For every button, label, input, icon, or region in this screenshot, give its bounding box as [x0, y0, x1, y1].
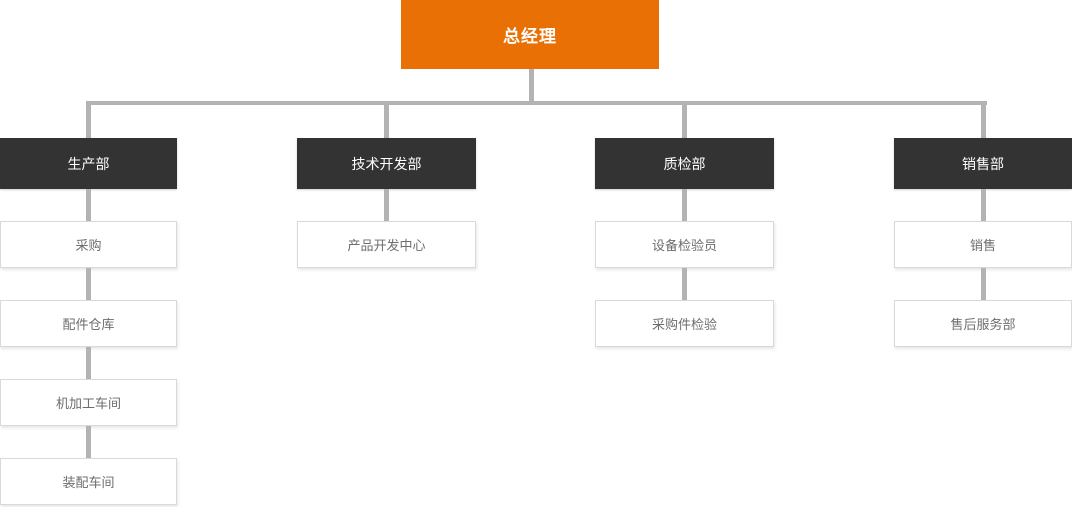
node-department-production[interactable]: 生产部: [0, 138, 177, 189]
node-sub-sales[interactable]: 销售: [894, 221, 1072, 268]
node-sub-label: 销售: [969, 238, 996, 253]
node-department-label: 销售部: [962, 155, 1004, 172]
connector-col3-seg1: [682, 189, 687, 221]
connector-bus-drop-3: [682, 101, 687, 138]
node-sub-equipment-inspector[interactable]: 设备检验员: [595, 221, 774, 268]
connector-col4-seg1: [981, 189, 986, 221]
connector-col1-seg3: [86, 347, 91, 379]
node-sub-assembly-workshop[interactable]: 装配车间: [0, 458, 177, 505]
connector-horizontal-bus: [86, 101, 987, 105]
node-root-label: 总经理: [503, 27, 557, 46]
node-sub-label: 采购: [75, 238, 102, 253]
node-department-label: 技术开发部: [351, 155, 422, 172]
node-sub-parts-warehouse[interactable]: 配件仓库: [0, 300, 177, 347]
connector-root-stem: [529, 69, 534, 105]
connector-col2-seg1: [384, 189, 389, 221]
connector-bus-drop-2: [384, 101, 389, 138]
connector-col3-seg2: [682, 268, 687, 300]
node-sub-machining-workshop[interactable]: 机加工车间: [0, 379, 177, 426]
connector-col4-seg2: [981, 268, 986, 300]
connector-bus-drop-4: [981, 101, 986, 138]
node-sub-label: 装配车间: [62, 475, 115, 490]
node-sub-label: 设备检验员: [651, 238, 717, 253]
node-sub-label: 配件仓库: [62, 317, 115, 332]
node-root-general-manager[interactable]: 总经理: [401, 0, 659, 69]
node-sub-purchased-parts-inspection[interactable]: 采购件检验: [595, 300, 774, 347]
node-sub-after-sales-service[interactable]: 售后服务部: [894, 300, 1072, 347]
node-department-tech-development[interactable]: 技术开发部: [297, 138, 476, 189]
node-sub-label: 机加工车间: [55, 396, 121, 411]
connector-col1-seg1: [86, 189, 91, 221]
node-department-label: 生产部: [67, 155, 110, 172]
node-sub-label: 产品开发中心: [347, 238, 426, 253]
connector-col1-seg2: [86, 268, 91, 300]
node-department-quality-inspection[interactable]: 质检部: [595, 138, 774, 189]
node-department-sales[interactable]: 销售部: [894, 138, 1072, 189]
node-sub-label: 售后服务部: [950, 317, 1016, 332]
node-sub-product-development-center[interactable]: 产品开发中心: [297, 221, 476, 268]
node-sub-procurement[interactable]: 采购: [0, 221, 177, 268]
connector-bus-drop-1: [86, 101, 91, 138]
node-sub-label: 采购件检验: [651, 317, 717, 332]
node-department-label: 质检部: [663, 155, 706, 172]
connector-col1-seg4: [86, 426, 91, 458]
